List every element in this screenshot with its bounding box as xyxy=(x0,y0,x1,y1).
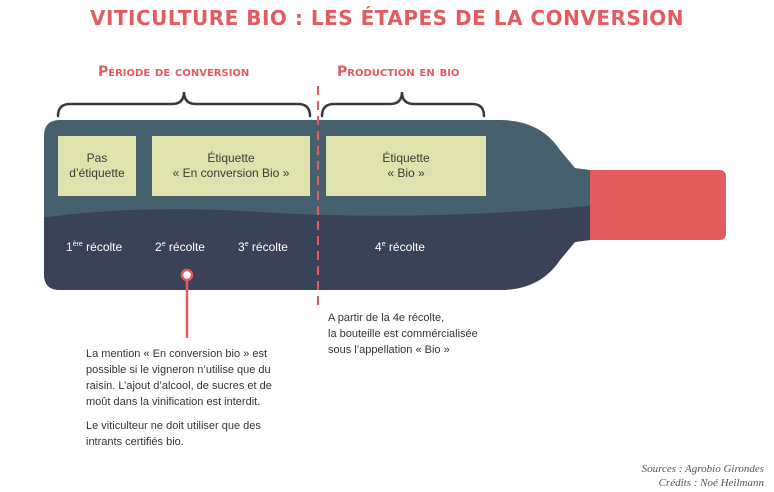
production-brace xyxy=(320,91,486,118)
credits-text: Crédits : Noé Heilmann xyxy=(658,477,764,489)
conversion-brace xyxy=(56,91,312,118)
conversion-note-inputs: Le viticulteur ne doit utiliser que des … xyxy=(86,420,261,448)
harvest-2: 2e récolte xyxy=(155,240,205,254)
credits: Sources : Agrobio Girondes Crédits : Noé… xyxy=(642,462,764,490)
phase-production-heading: Production en bio xyxy=(337,64,460,80)
label-conversion: Étiquette « En conversion Bio » xyxy=(152,136,310,196)
conversion-note: La mention « En conversion bio » est pos… xyxy=(86,346,286,458)
bottle-cap xyxy=(590,170,720,240)
phase-conversion-heading: Période de conversion xyxy=(98,64,250,80)
label-none: Pas d’étiquette xyxy=(58,136,136,196)
sources-text: Sources : Agrobio Girondes xyxy=(641,463,764,475)
note-pointer-dot xyxy=(180,268,194,282)
harvest-4: 4e récolte xyxy=(375,240,425,254)
bio-note: A partir de la 4e récolte, la bouteille … xyxy=(328,312,478,356)
label-bio: Étiquette « Bio » xyxy=(326,136,486,196)
page-title: VITICULTURE BIO : LES ÉTAPES DE LA CONVE… xyxy=(89,6,685,30)
conversion-note-rule: La mention « En conversion bio » est pos… xyxy=(86,348,272,408)
harvest-1: 1ère récolte xyxy=(66,240,123,254)
harvest-3: 3e récolte xyxy=(238,240,288,254)
